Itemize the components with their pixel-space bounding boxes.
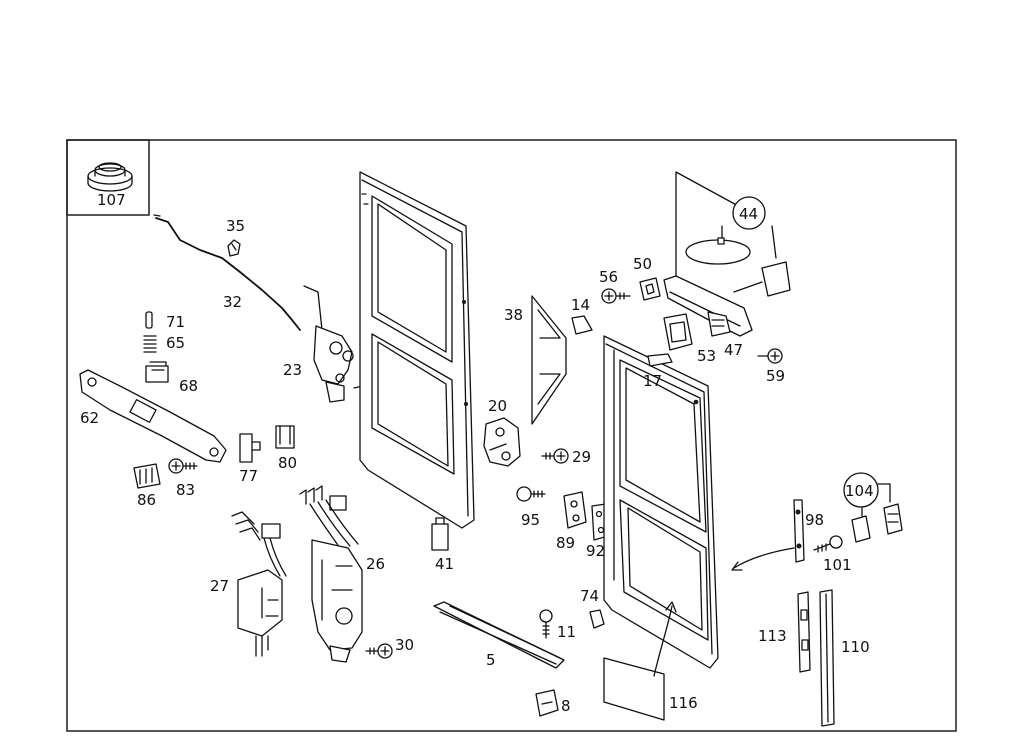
label-20: 20 [488, 397, 507, 415]
label-98: 98 [805, 511, 824, 529]
actuator-27-icon [231, 511, 287, 657]
right-door-panel [603, 335, 719, 669]
screw-29-icon [541, 448, 569, 464]
label-104: 104 [845, 482, 874, 500]
clip-41-icon [431, 517, 449, 551]
plate-17-icon [647, 353, 673, 367]
label-27: 27 [210, 577, 229, 595]
lock-assembly-26-icon [299, 485, 363, 663]
label-56: 56 [599, 268, 618, 286]
label-17: 17 [643, 372, 662, 390]
clip-80-icon [275, 425, 295, 449]
strip-110-icon [819, 589, 835, 727]
label-80: 80 [278, 454, 297, 472]
screw-83-icon [168, 458, 198, 474]
label-50: 50 [633, 255, 652, 273]
left-door-panel [359, 171, 475, 529]
bolt-95-icon [516, 486, 546, 502]
pin-71-icon [145, 311, 153, 329]
plug-74-icon [589, 609, 605, 629]
label-92: 92 [586, 542, 605, 560]
label-74: 74 [580, 587, 599, 605]
label-83: 83 [176, 481, 195, 499]
label-113: 113 [758, 627, 787, 645]
label-77: 77 [239, 467, 258, 485]
clip-8-icon [535, 689, 559, 717]
label-23: 23 [283, 361, 302, 379]
screw-56-icon [601, 288, 631, 304]
label-11: 11 [557, 623, 576, 641]
label-65: 65 [166, 334, 185, 352]
part-labels: 107 35 32 71 65 68 62 23 77 80 86 83 27 … [80, 191, 874, 715]
cap-86-icon [133, 463, 161, 489]
label-30: 30 [395, 636, 414, 654]
switch-104-icon [843, 472, 903, 543]
clip-35-icon [227, 239, 241, 257]
label-59: 59 [766, 367, 785, 385]
lock-23-icon [303, 285, 443, 403]
label-47: 47 [724, 341, 743, 359]
contact-98-icon [731, 499, 805, 571]
label-71: 71 [166, 313, 185, 331]
bracket-68-icon [145, 361, 169, 383]
grommet-107-icon [87, 162, 133, 192]
label-29: 29 [572, 448, 591, 466]
striker-20-icon [483, 417, 521, 467]
label-41: 41 [435, 555, 454, 573]
spring-65-icon [143, 335, 157, 353]
panel-116-icon [603, 601, 677, 721]
diagram-frame [66, 139, 957, 732]
rod-32-icon [153, 214, 301, 331]
key-set-44-icon [675, 171, 791, 297]
label-35: 35 [226, 217, 245, 235]
label-44: 44 [739, 205, 758, 223]
screw-59-icon [757, 348, 783, 364]
bracket-77-icon [239, 433, 261, 463]
screw-30-icon [365, 643, 393, 659]
striker-plate-113-icon [797, 591, 811, 673]
label-32: 32 [223, 293, 242, 311]
label-89: 89 [556, 534, 575, 552]
label-110: 110 [841, 638, 870, 656]
seal-53-icon [663, 313, 693, 351]
screw-11-icon [539, 609, 553, 639]
seal-38-icon [531, 295, 567, 425]
wedge-14-icon [571, 315, 593, 335]
label-101: 101 [823, 556, 852, 574]
label-107: 107 [97, 191, 126, 209]
screw-101-icon [813, 535, 843, 553]
label-53: 53 [697, 347, 716, 365]
handle-bar-62-icon [79, 369, 227, 463]
label-14: 14 [571, 296, 590, 314]
label-26: 26 [366, 555, 385, 573]
label-38: 38 [504, 306, 523, 324]
seal-50-icon [639, 277, 661, 301]
label-95: 95 [521, 511, 540, 529]
label-86: 86 [137, 491, 156, 509]
label-5: 5 [486, 651, 496, 669]
sill-5-icon [433, 601, 565, 669]
label-68: 68 [179, 377, 198, 395]
label-116: 116 [669, 694, 698, 712]
plate-89-icon [563, 491, 587, 529]
label-62: 62 [80, 409, 99, 427]
inset-box-107 [66, 139, 150, 216]
label-8: 8 [561, 697, 571, 715]
handle-47-icon [663, 275, 753, 337]
